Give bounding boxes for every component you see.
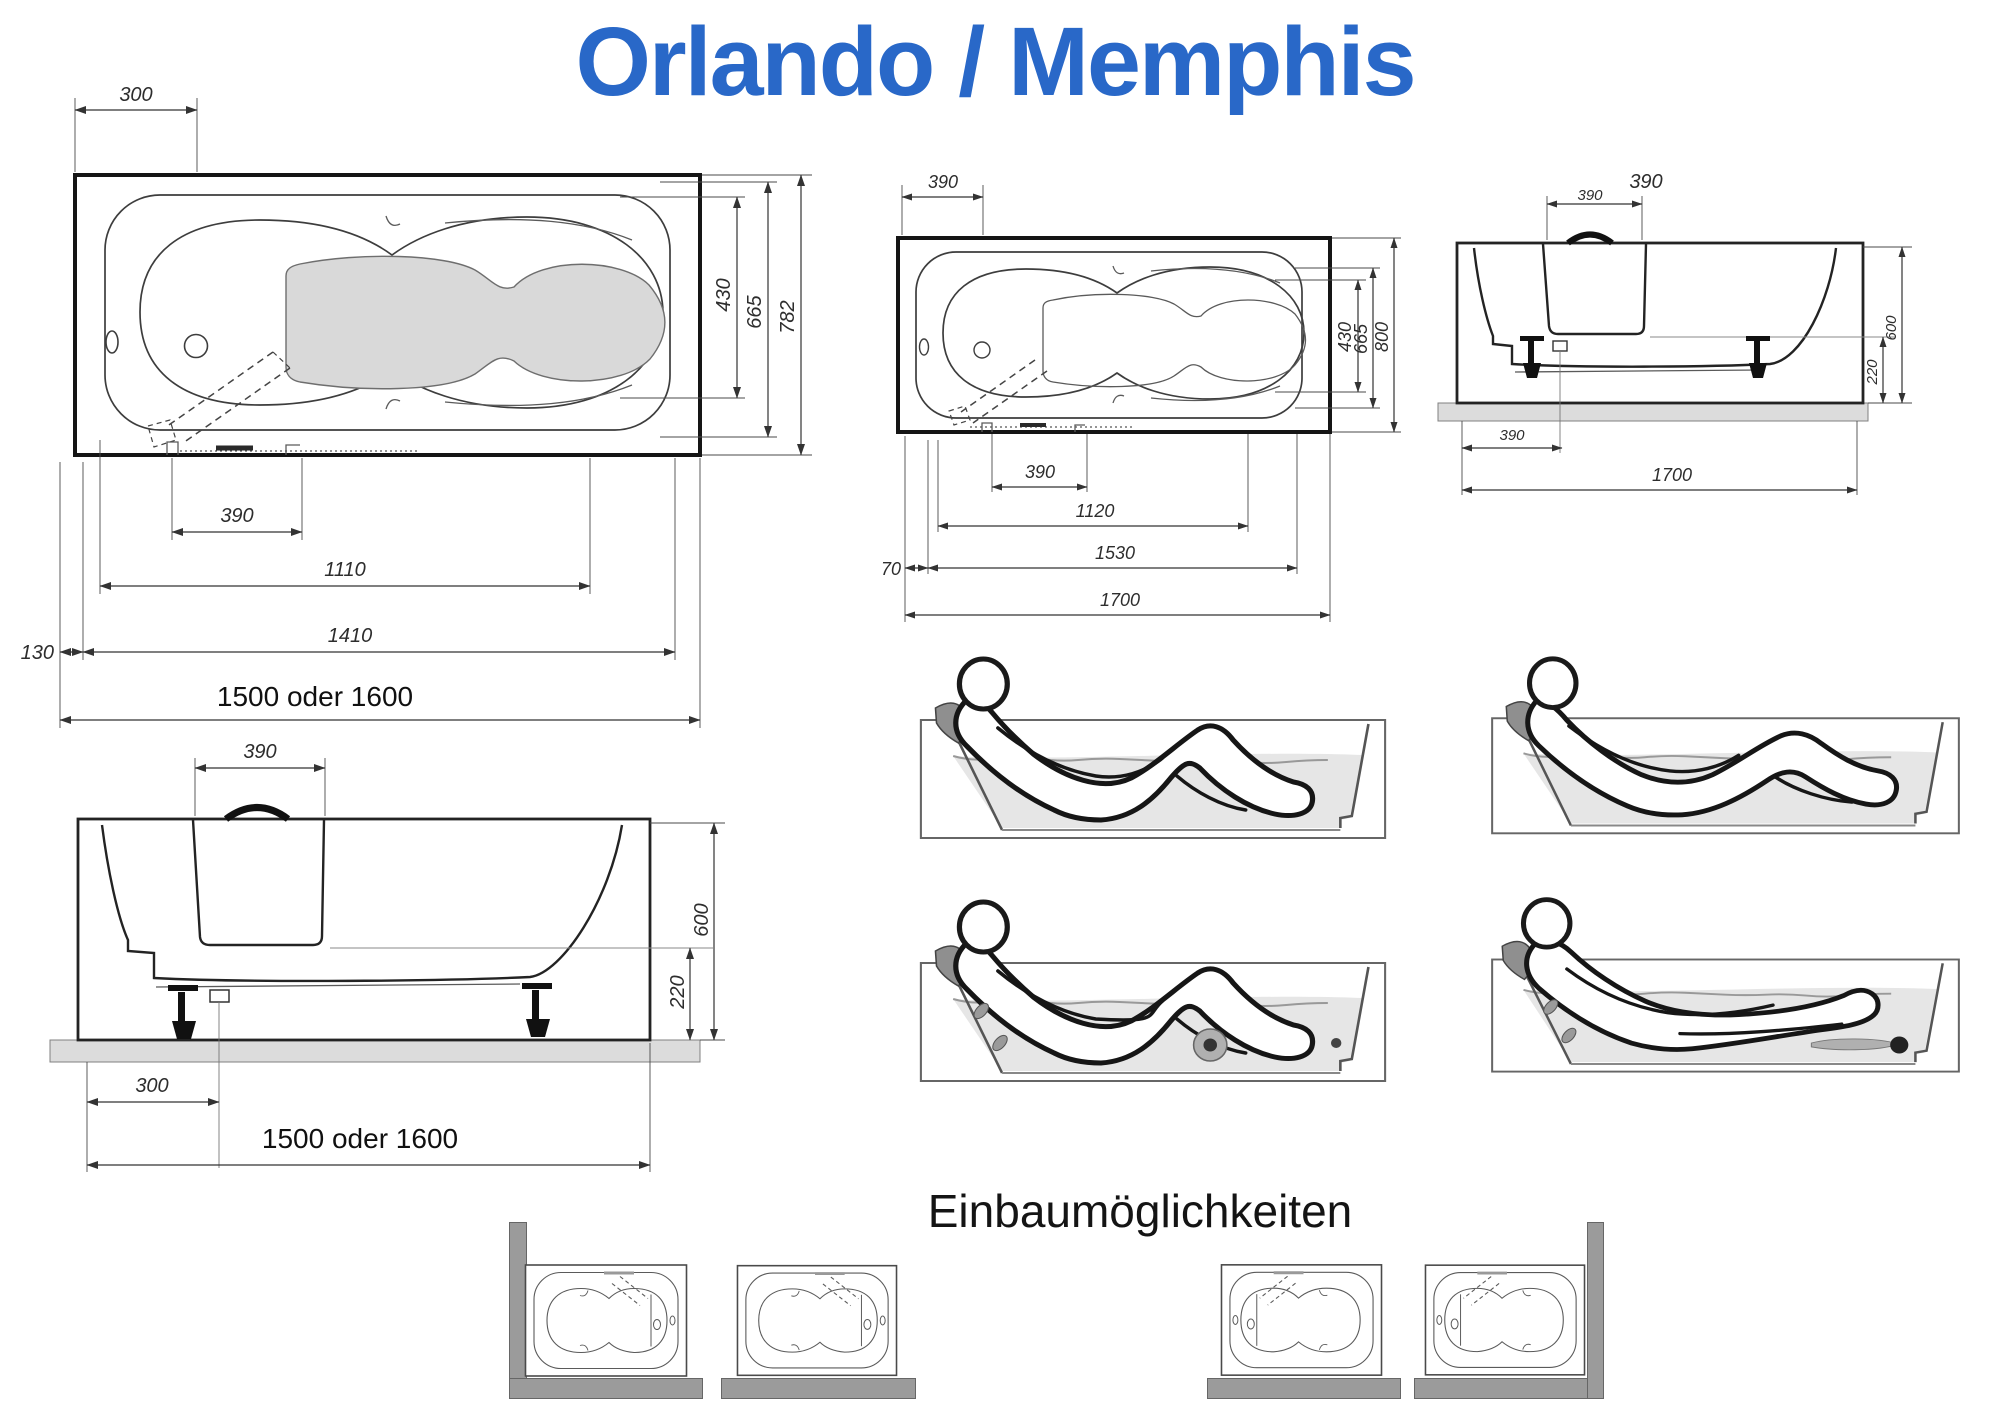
tub-plan-outline [896,236,1332,434]
dim-label: 430 [1335,322,1355,352]
tub-foot [1746,336,1770,378]
install-option-3-tub [1220,1264,1383,1376]
side-view-1700: 390 390 220 600 390 1700 [1437,171,1912,495]
tub-foot [522,983,552,1037]
dim-label: 220 [1864,359,1881,386]
bather-body [1525,698,1900,818]
dim-label: 430 [713,278,735,311]
dim-label: 665 [1351,323,1371,354]
dim-headrest-top: 390 [194,741,326,816]
dim-label: 300 [119,84,152,106]
dim-label: 390 [220,505,253,527]
dim-label: 390 [1499,427,1525,444]
bather-figure-long-tub-jets [1491,897,1960,1073]
dims-bottom: 300 1500 oder 1600 [86,1043,651,1172]
page-title: Orlando / Memphis [575,7,1416,116]
dims-bottom: 390 1700 [1461,421,1858,495]
overflow-hole [918,338,930,356]
dim-label: 390 [1577,187,1603,204]
dim-label: 1530 [1095,543,1135,563]
dim-label-total: 1500 oder 1600 [262,1123,458,1154]
floor-plate [1437,402,1869,422]
dim-label: 300 [135,1075,168,1097]
dims-height-right: 220 600 [650,822,725,1041]
dim-label: 1410 [328,625,373,647]
side-view-1500-1600: 390 220 600 300 1500 oder 1600 [49,741,725,1172]
bather-head [956,899,1010,955]
tub-bottom-surface [285,255,666,390]
dim-label: 220 [667,975,689,1009]
dims-width-right: 430 665 800 [1275,237,1401,433]
dim-label: 800 [1372,322,1392,352]
dims-length-bottom: 390 1120 1530 70 1700 [881,434,1331,622]
grab-handle-dashed [147,351,420,452]
tub-side-outline [76,804,713,1168]
dim-label: 70 [881,559,901,579]
tub-foot [168,985,198,1039]
dims-height-right: 220 600 [1863,246,1912,404]
dim-label: 600 [691,903,713,936]
grab-handle-dashed [948,359,1135,428]
dims-width-right: 430 665 782 [620,174,812,456]
drain-hole [183,333,209,359]
overflow-hole [105,330,119,354]
back-jets [1543,999,1577,1044]
foot-jet [1810,1036,1909,1054]
install-floor [509,1378,703,1399]
plan-view-1700: 390 430 665 800 390 [881,172,1401,622]
install-option-2-tub [736,1264,898,1377]
dim-label: 1700 [1652,465,1692,485]
dim-label: 390 [928,172,958,192]
bather-body [953,940,1316,1066]
headrest-cushion [1566,231,1614,246]
tub-plan-outline [73,173,702,457]
dim-label-total: 1500 oder 1600 [217,681,413,712]
bather-head [1520,897,1573,950]
dim-label: 600 [1883,315,1900,341]
install-floor [1414,1378,1588,1399]
dim-label: 1700 [1100,590,1140,610]
install-floor [1207,1378,1401,1399]
dim-label: 390 [1025,462,1055,482]
bather-figure-long-tub [1491,656,1960,835]
bather-figure-short-tub-jets [919,899,1387,1082]
dim-overhang-top: 300 [74,84,198,172]
dim-label: 1110 [324,559,366,581]
floor-plate [49,1039,701,1063]
headrest-cushion [223,804,291,822]
dim-label: 390 [1629,171,1662,193]
dim-label: 782 [777,300,799,333]
plan-view-1500-1600: 300 430 665 782 390 [21,84,812,728]
dim-label: 665 [744,294,766,328]
dims-length-bottom: 390 1110 1410 130 1500 oder 1600 [21,440,701,728]
side-jet [1330,1038,1342,1048]
dim-headrest-top: 390 390 [1546,171,1663,240]
bather-figure-short-tub [919,656,1387,839]
drain-hole [973,341,991,359]
bather-head [956,656,1010,712]
bather-head [1526,656,1579,710]
back-jets [973,1002,1008,1052]
dim-label: 1120 [1076,501,1115,521]
tub-foot [1520,336,1544,378]
install-floor [721,1378,916,1399]
installation-section-heading: Einbaumöglichkeiten [927,1185,1353,1237]
tub-side-outline [1455,231,1895,453]
whirlpool-jet [1192,1028,1228,1062]
install-wall-right [1587,1222,1604,1399]
bather-body [1524,938,1881,1052]
bather-body [953,697,1316,823]
dim-overhang-top: 390 [901,172,984,235]
dim-label: 130 [21,642,54,664]
dim-label: 390 [243,741,276,763]
install-option-4-tub [1424,1264,1586,1376]
install-option-1-tub [524,1264,688,1377]
